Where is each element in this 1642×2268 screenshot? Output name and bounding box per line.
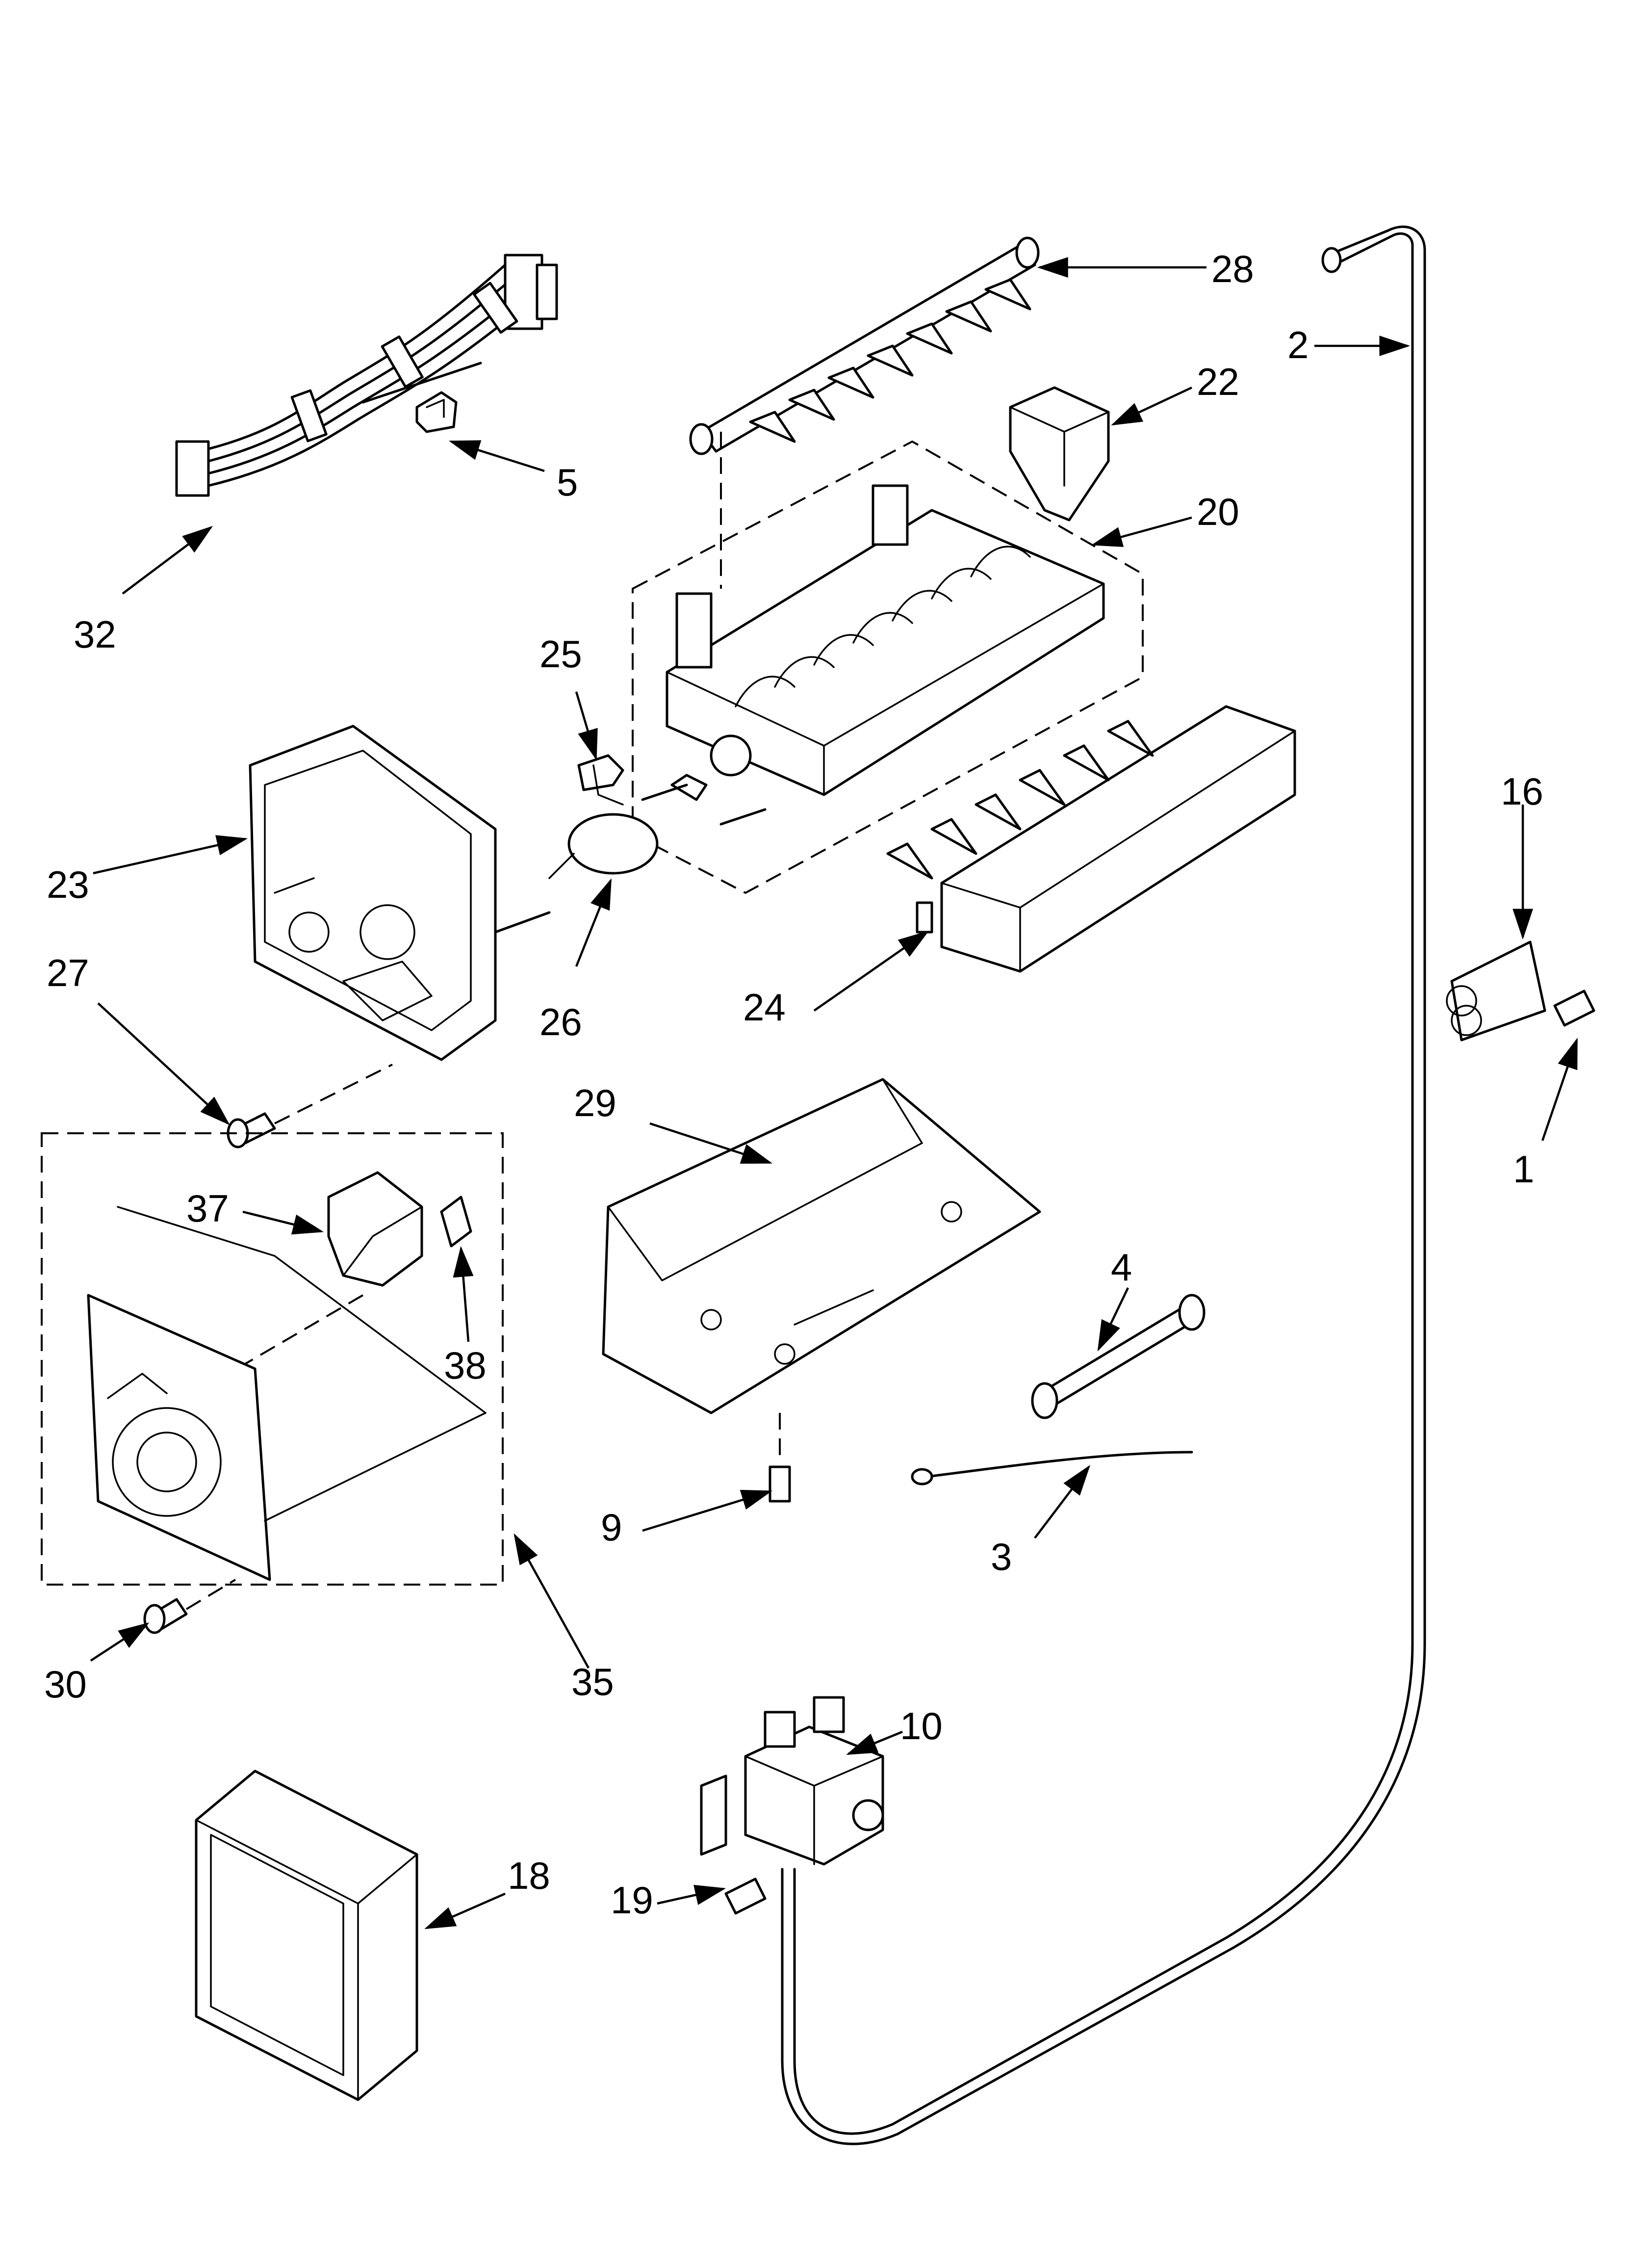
thermostat-clip-part bbox=[577, 754, 624, 806]
callout-1: 1 bbox=[1513, 1147, 1534, 1191]
callout-37: 37 bbox=[186, 1187, 229, 1230]
screw-1-part bbox=[1553, 990, 1595, 1027]
screw-30-part bbox=[143, 1598, 188, 1634]
callout-10: 10 bbox=[900, 1704, 943, 1747]
bin-cover-part bbox=[195, 1770, 418, 2101]
callout-26: 25 bbox=[539, 632, 582, 676]
callout-labels: 28 2 22 20 5 32 25 26 23 27 24 29 16 1 3… bbox=[44, 247, 1543, 1922]
water-valve-part bbox=[700, 1696, 884, 1866]
callout-35: 35 bbox=[571, 1660, 614, 1703]
screw-28-part bbox=[227, 1112, 276, 1148]
callout-28: 27 bbox=[47, 951, 89, 994]
callout-32: 32 bbox=[74, 613, 116, 656]
callout-24: 24 bbox=[743, 986, 786, 1029]
wire-harness-part bbox=[175, 254, 558, 497]
callout-27: 26 bbox=[539, 1000, 582, 1043]
screw-19-part bbox=[724, 1877, 767, 1915]
callout-20: 20 bbox=[1197, 490, 1239, 533]
tube-clamp-part bbox=[1446, 940, 1546, 1042]
leader-lines bbox=[90, 257, 1578, 1929]
screw-38-part bbox=[440, 1196, 472, 1248]
callout-25: 23 bbox=[47, 863, 89, 906]
callout-38: 38 bbox=[444, 1344, 487, 1387]
fill-cup-part bbox=[1009, 386, 1110, 521]
callout-16: 16 bbox=[1501, 770, 1543, 813]
callout-30: 30 bbox=[44, 1663, 87, 1706]
thermostat-part bbox=[548, 813, 659, 879]
motor-part bbox=[327, 1171, 423, 1287]
ejector-part bbox=[689, 236, 1040, 455]
callout-23: 28 bbox=[1211, 247, 1254, 290]
ice-maker-module-part bbox=[87, 1206, 487, 1581]
callout-5: 5 bbox=[557, 461, 578, 504]
callout-9: 9 bbox=[601, 1506, 622, 1549]
screw-9-part bbox=[769, 1465, 791, 1503]
fill-tube-part bbox=[1031, 1294, 1206, 1419]
callout-29: 29 bbox=[574, 1081, 616, 1124]
water-tube-part bbox=[781, 225, 1426, 2145]
callout-18: 18 bbox=[508, 1854, 550, 1897]
stripper-part bbox=[886, 705, 1296, 973]
callout-2: 2 bbox=[1287, 323, 1308, 366]
callout-19: 19 bbox=[611, 1878, 653, 1922]
module-housing-part bbox=[249, 725, 551, 1061]
ice-mold-part bbox=[666, 484, 1105, 801]
callout-3: 3 bbox=[991, 1535, 1012, 1578]
wire-clip-part bbox=[415, 391, 458, 433]
callout-4: 4 bbox=[1111, 1246, 1132, 1289]
water-line-part bbox=[911, 1451, 1193, 1486]
mold-shield-part bbox=[602, 1078, 1041, 1414]
callout-22: 22 bbox=[1197, 360, 1239, 403]
